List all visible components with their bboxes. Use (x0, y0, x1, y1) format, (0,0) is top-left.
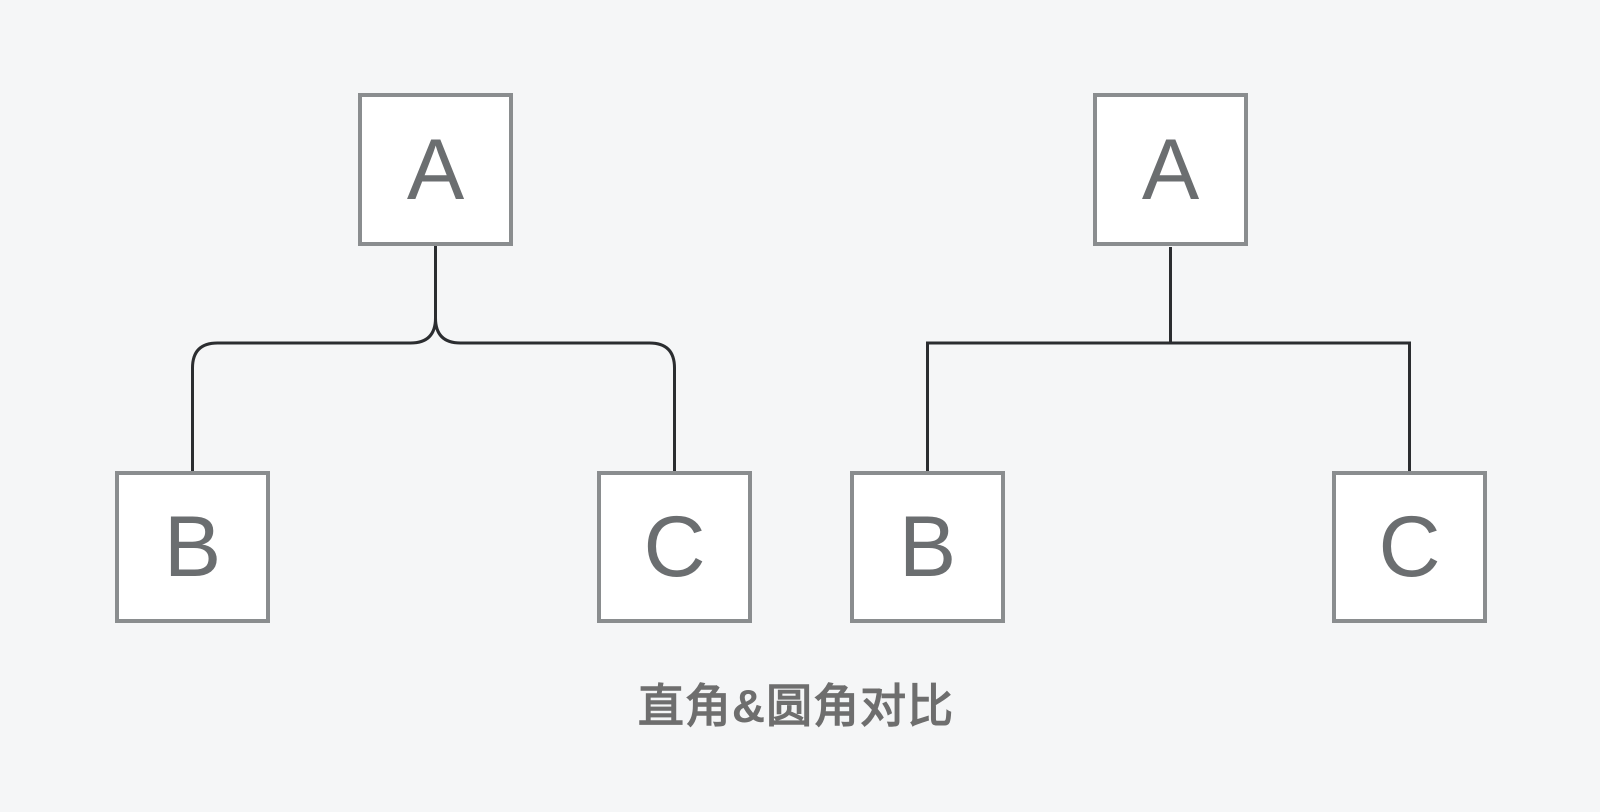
node-c-rounded: C (597, 471, 752, 623)
node-label: A (406, 121, 465, 218)
node-label: B (163, 499, 222, 595)
node-a-rounded: A (358, 93, 513, 246)
node-label: C (643, 499, 706, 595)
rounded-connector-a-c (434, 246, 676, 471)
node-b-rounded: B (115, 471, 270, 623)
node-b-square: B (850, 471, 1005, 623)
node-label: C (1378, 499, 1441, 595)
rounded-connectors (191, 246, 676, 471)
node-a-square: A (1093, 93, 1248, 246)
node-label: A (1141, 121, 1200, 218)
diagram-caption: 直角&圆角对比 (637, 680, 955, 732)
node-label: B (898, 499, 957, 595)
node-c-square: C (1332, 471, 1487, 623)
square-connector-rail (926, 341, 1411, 471)
rounded-connector-a-b (191, 246, 437, 471)
square-connectors (926, 247, 1411, 471)
